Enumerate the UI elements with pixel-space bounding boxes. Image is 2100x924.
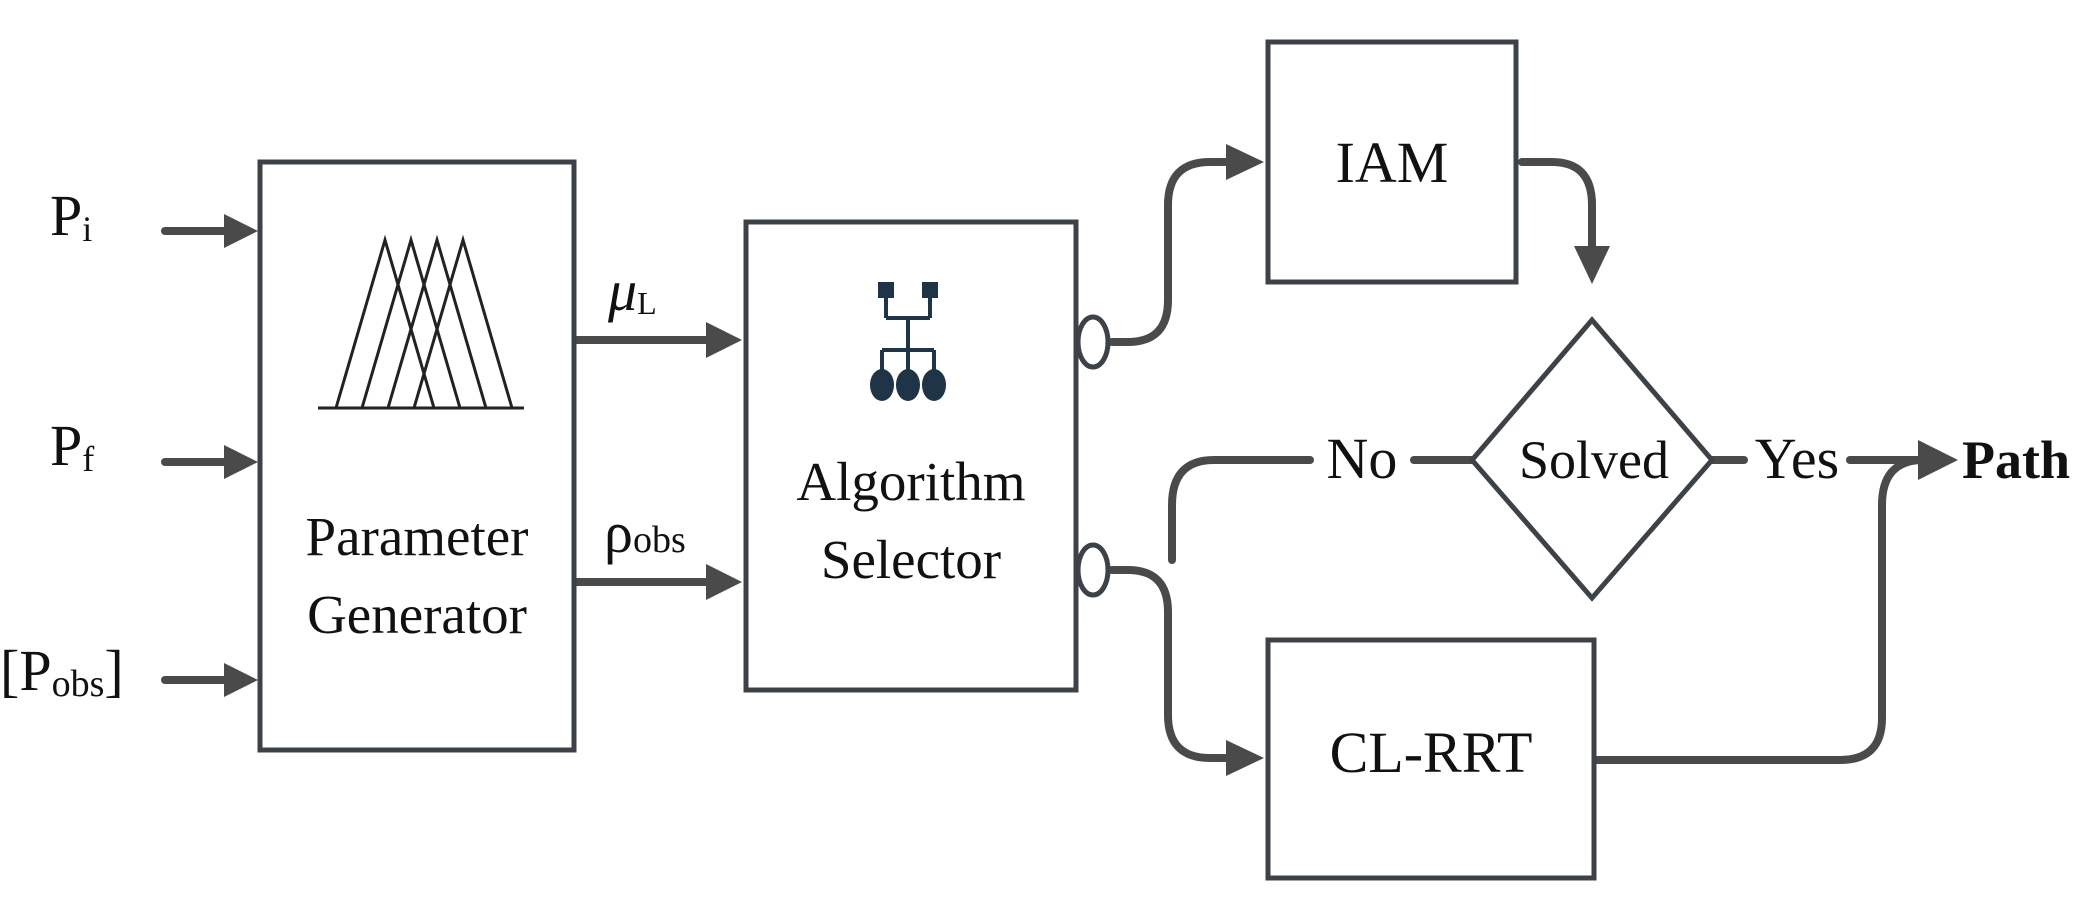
wire-no-branch-left [1168, 456, 1314, 564]
arrow-pi-head [224, 214, 258, 248]
input-label-pobs-sub: obs [52, 663, 105, 705]
arrow-to-iam-head [1226, 144, 1264, 180]
signal-label-mu: μL [607, 258, 657, 323]
selector-port-lower [1075, 542, 1111, 598]
output-path-label: Path [1962, 430, 2070, 490]
input-label-pobs-close: ] [104, 638, 123, 703]
algorithm-selector-block: Algorithm Selector [743, 219, 1111, 693]
arrow-to-clrrt-head [1226, 740, 1264, 776]
parameter-generator-block: Parameter Generator [257, 159, 577, 753]
hierarchy-tree-icon [870, 282, 946, 401]
input-label-pi-sub: i [82, 209, 92, 249]
signal-label-rho: ρobs [604, 500, 686, 565]
arrow-iam-to-decision-head [1574, 246, 1610, 284]
signal-label-rho-base: ρ [604, 500, 633, 565]
decision-label: Solved [1519, 430, 1669, 490]
arrow-to-iam [1108, 158, 1232, 346]
fuzzy-membership-icon [318, 234, 524, 410]
parameter-generator-box [257, 159, 577, 753]
signal-label-mu-sub: L [637, 285, 657, 321]
iam-block: IAM [1265, 39, 1519, 285]
iam-box [1265, 39, 1519, 285]
solved-decision: Solved No Yes [1327, 316, 1839, 602]
algorithm-selector-label-line1: Algorithm [796, 451, 1025, 512]
input-label-pobs: [Pobs] [0, 638, 124, 705]
input-label-pf-base: P [50, 413, 82, 478]
arrow-mu-head [706, 322, 742, 358]
input-label-pi-base: P [50, 183, 82, 248]
parameter-generator-label-line1: Parameter [306, 506, 529, 567]
arrow-pf-head [224, 445, 258, 479]
input-label-pi: Pi [50, 183, 92, 249]
arrow-pobs-head [224, 663, 258, 697]
connections [161, 144, 1958, 776]
cl-rrt-block: CL-RRT [1265, 637, 1597, 881]
algorithm-selector-box [743, 219, 1079, 693]
input-label-pobs-base: P [19, 638, 51, 703]
decision-yes-label: Yes [1755, 426, 1839, 491]
arrow-to-clrrt [1108, 566, 1232, 762]
arrow-path-head [1918, 440, 1958, 480]
arrow-rho-head [706, 564, 742, 600]
arrow-iam-to-decision [1518, 158, 1596, 254]
decision-no-label: No [1327, 426, 1398, 491]
input-label-pf: Pf [50, 413, 94, 479]
iam-label: IAM [1336, 130, 1449, 195]
signal-label-mu-base: μ [607, 258, 637, 323]
cl-rrt-label: CL-RRT [1330, 720, 1533, 785]
signal-label-rho-sub: obs [633, 519, 686, 561]
algorithm-selector-label-line2: Selector [821, 529, 1001, 590]
wire-clrrt-to-path [1592, 456, 1924, 764]
cl-rrt-box [1265, 637, 1597, 881]
parameter-generator-label-line2: Generator [307, 584, 527, 645]
input-label-pobs-open: [ [0, 638, 19, 703]
selector-port-upper [1075, 314, 1111, 370]
input-label-pf-sub: f [82, 439, 94, 479]
decision-diamond [1468, 316, 1716, 602]
